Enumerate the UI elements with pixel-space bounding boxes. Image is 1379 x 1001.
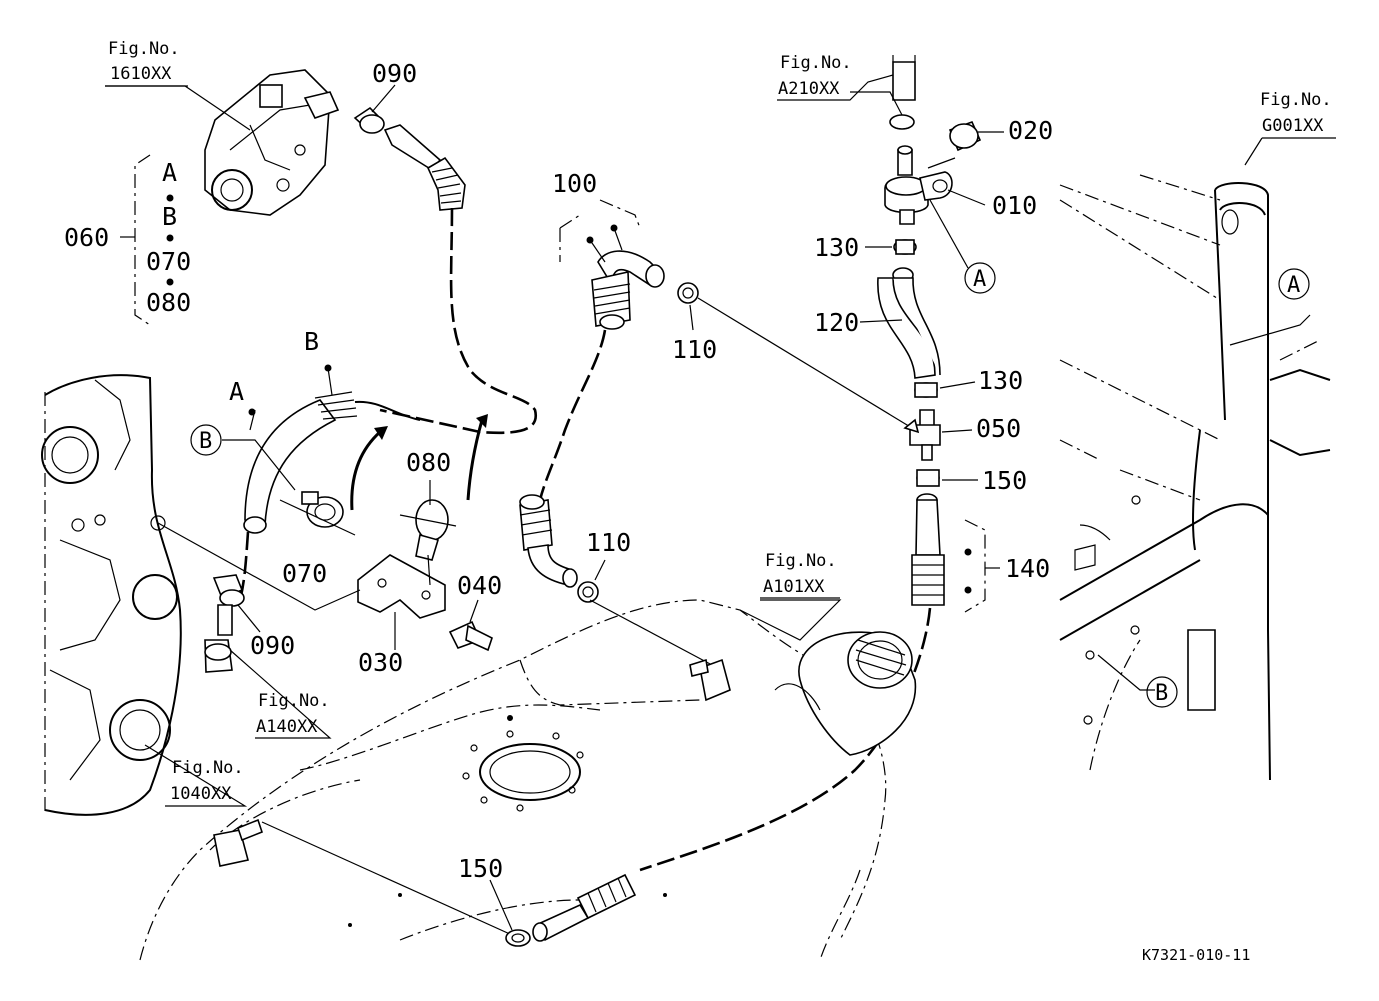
part-140: 140 [1005,554,1050,583]
clamp-080 [415,499,449,586]
hose-upper-left [379,124,538,435]
fig-1610-prefix: Fig.No. [108,39,180,59]
clamp-110-top [677,282,699,304]
clamp-090-top [353,106,385,134]
part-130-top: 130 [814,233,859,262]
bolt-040 [448,620,493,652]
fig-g001-code: G001XX [1262,116,1324,136]
part-130-mid: 130 [978,366,1023,395]
valve-010 [884,145,953,225]
part-150-right: 150 [982,466,1027,495]
part-090-bottom: 090 [250,631,295,660]
fig-1040-prefix: Fig.No. [172,758,244,778]
fig-1610-code: 1610XX [110,64,172,84]
part-090-top: 090 [372,59,417,88]
part-050: 050 [976,414,1021,443]
part-080-clamp: 080 [406,448,451,477]
tank-fitting-right [689,658,731,702]
hose-120 [877,267,941,379]
drawing-code: K7321-010-11 [1142,946,1250,964]
clamp-070 [301,491,344,528]
fig-g001-prefix: Fig.No. [1260,90,1332,110]
fitting-050 [903,409,941,461]
bracket-060-b: B [162,202,177,231]
clamp-150-bottom [505,929,531,947]
pipe-a210 [892,55,916,101]
tank-fitting-left [213,818,263,867]
clamp-130-mid [914,382,938,398]
hose-bottom [532,873,637,942]
part-020: 020 [1008,116,1053,145]
callout-a-frame: A [1287,273,1300,298]
direction-arrows [350,414,488,511]
part-010: 010 [992,191,1037,220]
fuel-tank [139,599,887,961]
callout-b-hose: B [199,429,212,454]
part-110-top: 110 [672,335,717,364]
vehicle-frame [1059,174,1331,781]
hose-100 [519,250,665,588]
fig-a101-prefix: Fig.No. [765,551,837,571]
part-060: 060 [64,223,109,252]
part-030: 030 [358,648,403,677]
fig-a210-prefix: Fig.No. [780,53,852,73]
knob-020 [948,120,982,152]
bracket-030 [357,554,446,619]
hose-letter-a: A [229,377,244,406]
engine-case-outline [41,374,182,816]
clamp-130-top [893,239,917,255]
hose-140 [639,493,945,872]
part-150-bottom: 150 [458,854,503,883]
fig-a101-code: A101XX [763,577,825,597]
part-120: 120 [814,308,859,337]
bracket-060-a: A [162,158,177,187]
part-040: 040 [457,571,502,600]
throttle-body [204,69,340,216]
callout-b-frame: B [1155,681,1168,706]
part-070-clamp: 070 [282,559,327,588]
clamp-a210 [889,114,915,130]
fig-a140-prefix: Fig.No. [258,691,330,711]
clamp-090-lower [212,574,245,607]
fig-a140-code: A140XX [256,717,318,737]
part-070: 070 [146,247,191,276]
fig-a210-code: A210XX [778,79,840,99]
fig-1040-code: 1040XX [170,784,232,804]
callout-a-valve: A [973,267,986,292]
part-110-mid: 110 [586,528,631,557]
clamp-150-right [916,469,940,487]
hose-letter-b: B [304,327,319,356]
hose-a-b [238,391,421,601]
part-080: 080 [146,288,191,317]
part-100: 100 [552,169,597,198]
filler-neck [774,631,917,756]
clamp-110-mid [577,581,599,603]
